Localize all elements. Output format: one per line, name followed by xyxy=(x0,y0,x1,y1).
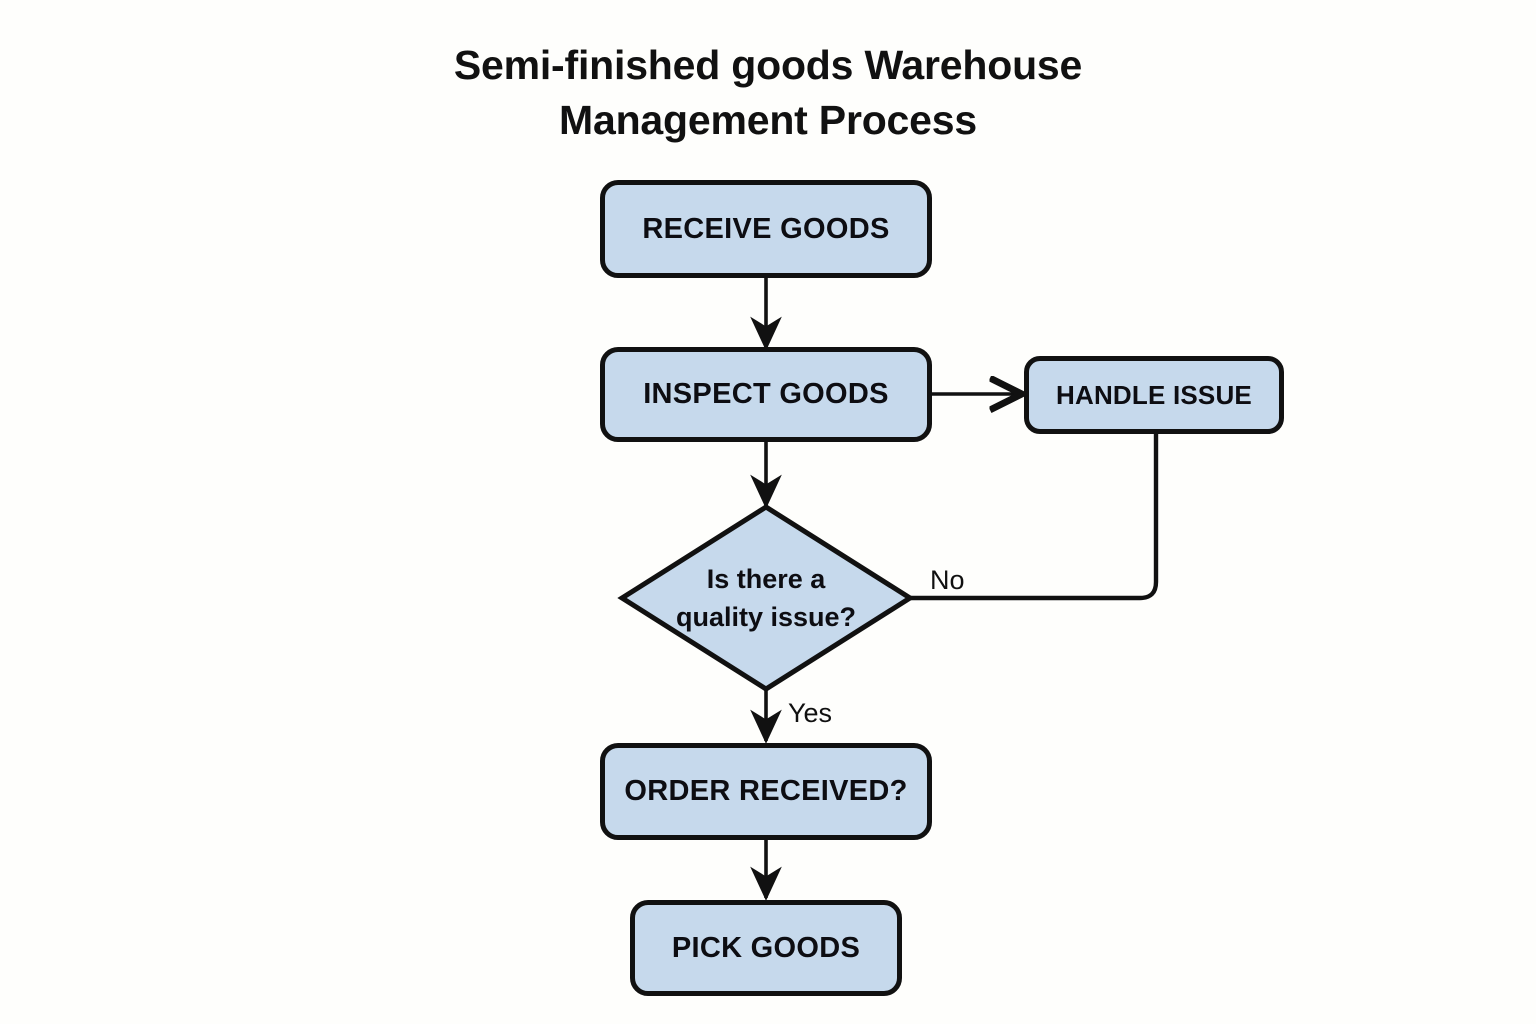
node-quality-check-label-line-1: Is there a xyxy=(706,564,826,594)
node-quality-check-label: Is there a quality issue? xyxy=(622,507,910,689)
node-order-received-label: ORDER RECEIVED? xyxy=(624,775,908,807)
node-inspect-goods-label: INSPECT GOODS xyxy=(643,378,889,410)
decision-diamond-shape xyxy=(617,504,915,692)
edge-label-yes: Yes xyxy=(788,698,833,728)
node-pick-goods-label: PICK GOODS xyxy=(671,931,861,964)
node-inspect-goods[interactable]: INSPECT GOODS xyxy=(600,347,932,442)
edge-label-no: No xyxy=(930,565,965,595)
node-quality-check-label-line-2: quality issue? xyxy=(675,602,857,632)
edge-decision-no-to-handle-issue xyxy=(910,434,1159,601)
node-pick-goods[interactable]: PICK GOODS xyxy=(630,900,902,996)
node-handle-issue[interactable]: HANDLE ISSUE xyxy=(1024,356,1284,434)
node-receive-goods[interactable]: RECEIVE GOODS xyxy=(600,180,932,278)
node-handle-issue-label: HANDLE ISSUE xyxy=(1056,379,1252,410)
node-order-received[interactable]: ORDER RECEIVED? xyxy=(600,743,932,840)
node-receive-goods-label: RECEIVE GOODS xyxy=(642,212,890,245)
node-quality-check[interactable]: Is there a quality issue? xyxy=(622,507,910,689)
